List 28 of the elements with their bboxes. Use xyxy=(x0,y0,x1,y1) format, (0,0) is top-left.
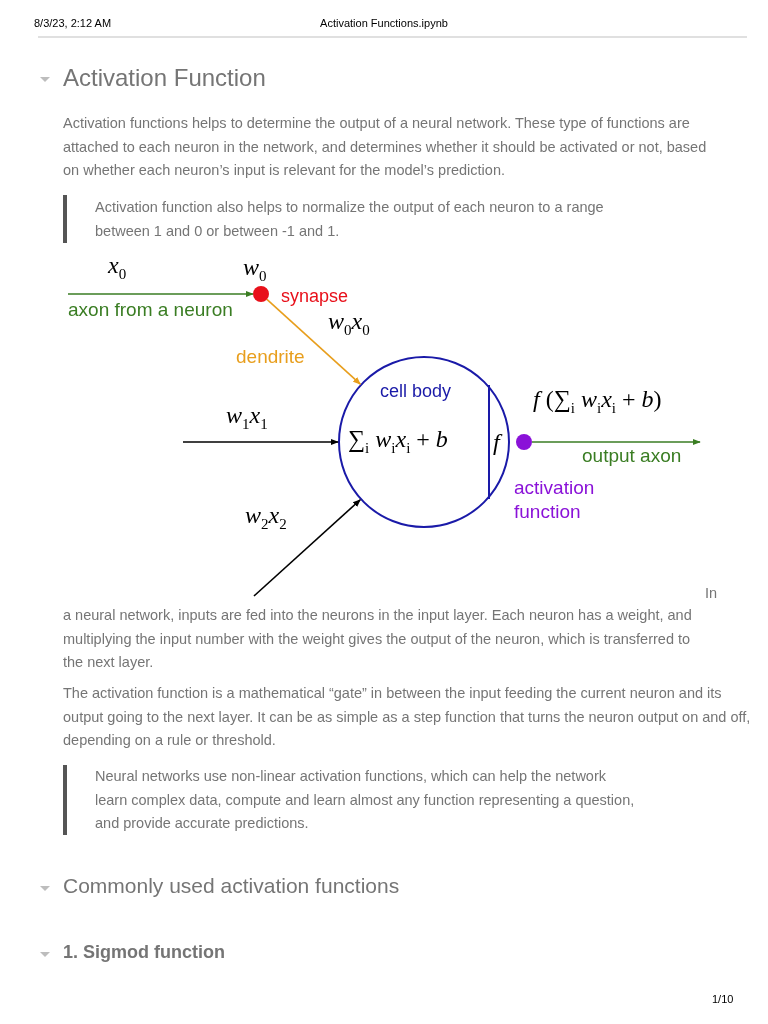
synapse-dot xyxy=(253,286,269,302)
arrow xyxy=(253,498,362,597)
paragraph: In xyxy=(705,584,718,603)
cell-body-circle xyxy=(338,356,510,528)
formula-label: f (∑$_{i}$ w$_{i}$x$_{i}$ + b) xyxy=(533,386,662,417)
arrow xyxy=(531,438,701,446)
subsection-heading: 1. Sigmod function xyxy=(63,942,225,963)
arrow xyxy=(182,438,339,446)
weight-label: w$_{0}$ xyxy=(243,254,267,285)
cell-body-label: cell body xyxy=(380,381,452,402)
header-date: 8/3/23, 2:12 AM xyxy=(34,17,112,29)
section-heading: Commonly used activation functions xyxy=(63,874,400,898)
activation-label: activation function xyxy=(514,476,596,524)
header-title: Activation Functions.ipynb xyxy=(319,17,449,29)
page-number: 1/10 xyxy=(712,993,734,1005)
paragraph: The activation function is a mathematical “gate” in between the input feeding the current neuron and its output going to the next layer. It can be as simple as a step function that turns the neuron output on and off, depending on a rule or threshold. xyxy=(63,684,752,750)
activation-dot xyxy=(516,434,532,450)
paragraph: a neural network, inputs are fed into the neurons in the input layer. Each neuron has a weight, and multiplying the input number with the weight gives the output of the neuron, which is transferred to the next layer. xyxy=(63,606,693,672)
sum-formula: ∑$_{i}$ w$_{i}$x$_{i}$ + b xyxy=(348,426,448,457)
arrow xyxy=(266,298,362,385)
synapse-label: synapse xyxy=(281,286,349,307)
quote-text: Neural networks use non-linear activation functions, which can help the network learn complex data, compute and learn almost any function representing a question, and provide accurate predictions. xyxy=(95,767,635,833)
quote-text: Activation function also helps to normalize the output of each neuron to a range between 1 and 0 or between -1 and 1. xyxy=(95,198,605,241)
section-heading: Activation Function xyxy=(63,64,266,92)
input-label: x$_{0}$ xyxy=(108,252,127,283)
arrow xyxy=(67,290,254,298)
math-label: w$_{0}$x$_{0}$ xyxy=(328,308,370,339)
paragraph: Activation functions helps to determine the output of a neural network. These type of functions are attached to each neuron in the network, and determines whether it should be activated or not, based on whether each neuron’s input is relevant for the model’s prediction. xyxy=(63,114,708,180)
